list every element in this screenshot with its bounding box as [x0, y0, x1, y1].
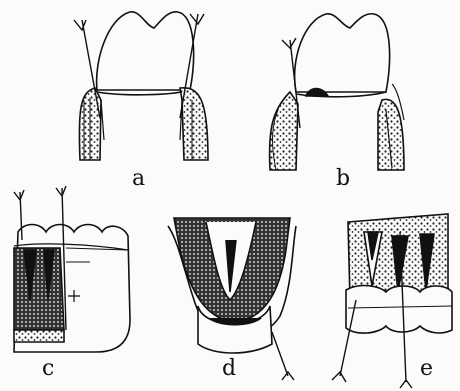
panel-e-drawing — [332, 214, 452, 388]
panel-label-a: a — [132, 168, 145, 190]
panel-label-c: c — [42, 358, 54, 380]
panel-c-drawing — [14, 186, 130, 352]
panel-b-drawing — [270, 14, 404, 170]
panel-label-b: b — [336, 168, 350, 190]
panel-label-e: e — [420, 358, 433, 380]
panel-label-d: d — [222, 358, 236, 380]
panel-a-drawing — [74, 12, 208, 160]
